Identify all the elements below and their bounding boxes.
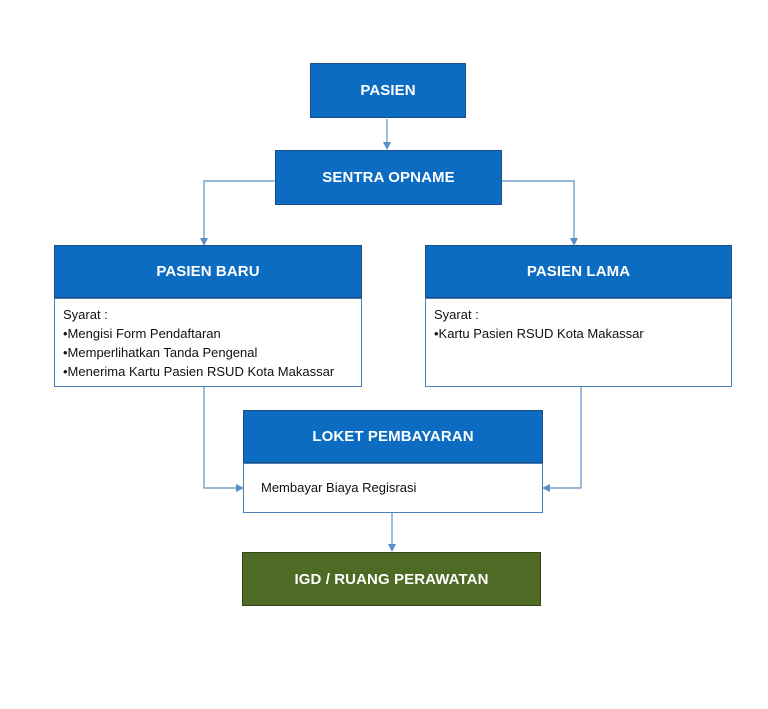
node-pasien-lama: PASIEN LAMA Syarat : •Kartu Pasien RSUD …: [425, 245, 732, 387]
pasien-baru-line-1: •Mengisi Form Pendaftaran: [63, 326, 221, 341]
node-sentra-opname-title: SENTRA OPNAME: [322, 169, 455, 186]
node-pasien-lama-body: Syarat : •Kartu Pasien RSUD Kota Makassa…: [425, 298, 732, 387]
pasien-baru-line-2: •Memperlihatkan Tanda Pengenal: [63, 345, 258, 360]
node-loket-pembayaran: LOKET PEMBAYARAN Membayar Biaya Regisras…: [243, 410, 543, 513]
loket-line-0: Membayar Biaya Regisrasi: [261, 480, 417, 495]
node-pasien: PASIEN: [310, 63, 466, 118]
pasien-lama-line-1: •Kartu Pasien RSUD Kota Makassar: [434, 326, 644, 341]
node-loket-pembayaran-title: LOKET PEMBAYARAN: [312, 428, 474, 445]
node-pasien-lama-title: PASIEN LAMA: [526, 263, 631, 280]
node-sentra-opname: SENTRA OPNAME: [275, 150, 502, 205]
node-igd-title: IGD / RUANG PERAWATAN: [294, 570, 489, 588]
node-pasien-baru-body: Syarat : •Mengisi Form Pendaftaran •Memp…: [54, 298, 362, 387]
node-loket-pembayaran-body: Membayar Biaya Regisrasi: [243, 463, 543, 513]
pasien-baru-line-3: •Menerima Kartu Pasien RSUD Kota Makassa…: [63, 364, 335, 379]
node-pasien-title: PASIEN: [360, 82, 416, 99]
node-igd-ruang-perawatan: IGD / RUANG PERAWATAN: [242, 552, 541, 606]
arrow-pasien-baru-to-loket: [203, 386, 244, 492]
node-pasien-baru-title: PASIEN BARU: [156, 263, 260, 280]
pasien-lama-line-0: Syarat :: [434, 307, 479, 322]
pasien-baru-line-0: Syarat :: [63, 307, 108, 322]
node-pasien-baru: PASIEN BARU Syarat : •Mengisi Form Penda…: [54, 245, 362, 387]
arrow-sentra-to-pasien-baru: [200, 180, 275, 246]
node-loket-pembayaran-header: LOKET PEMBAYARAN: [243, 410, 543, 463]
arrow-sentra-to-pasien-lama: [501, 180, 578, 246]
node-pasien-lama-header: PASIEN LAMA: [425, 245, 732, 298]
arrow-pasien-lama-to-loket: [542, 386, 582, 492]
node-pasien-baru-header: PASIEN BARU: [54, 245, 362, 298]
